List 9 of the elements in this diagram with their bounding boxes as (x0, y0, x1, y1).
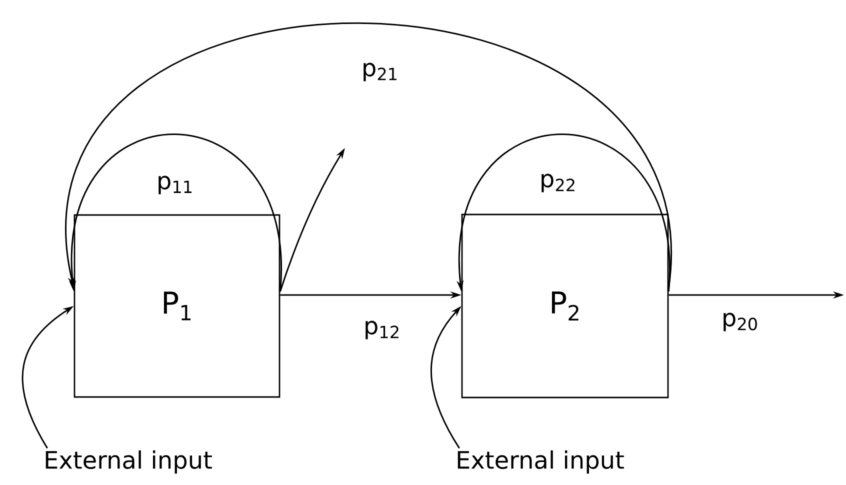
process-box: P$_{2}$ (461, 214, 669, 398)
edge-label: p$_{22}$ (538, 172, 578, 194)
edge-label: p$_{12}$ (362, 320, 402, 340)
process-box: P$_{1}$ (74, 214, 280, 398)
edge-label: p$_{11}$ (155, 174, 195, 196)
input-label: External input (458, 450, 624, 474)
edge-label: p$_{20}$ (720, 312, 760, 332)
edge-label: p$_{21}$ (360, 62, 400, 82)
input-label: External input (46, 450, 212, 474)
